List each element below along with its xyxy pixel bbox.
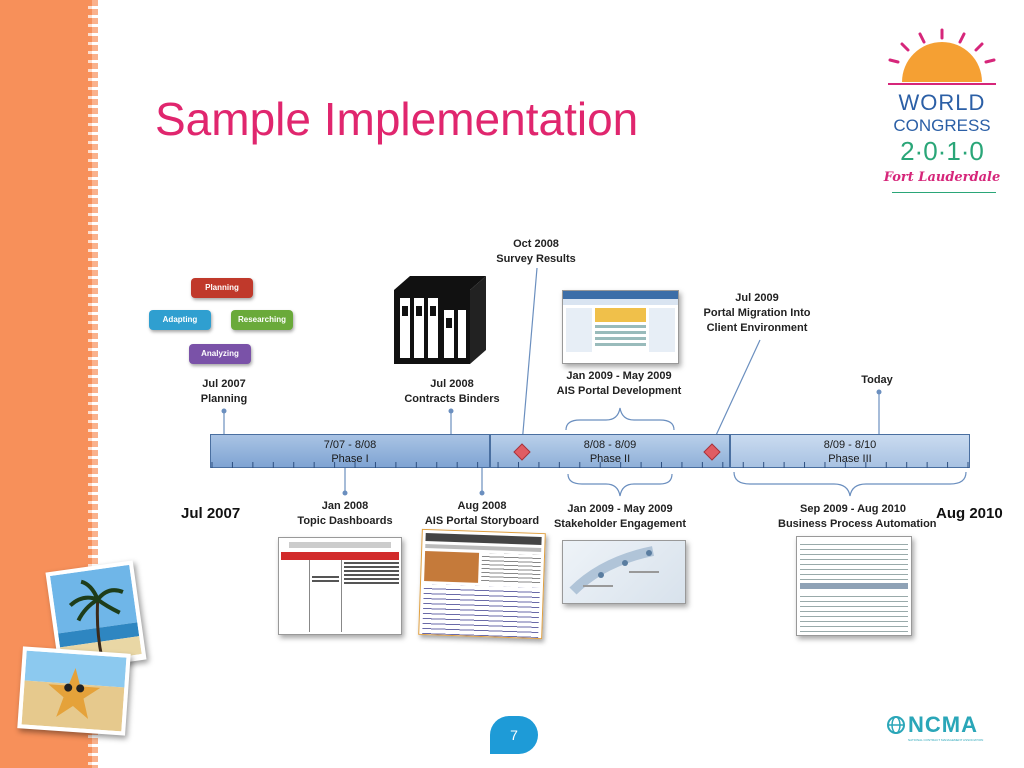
milestone-date: Aug 2008 — [457, 500, 507, 512]
starfish-image — [21, 650, 127, 732]
milestone-date: Today — [861, 374, 893, 386]
planning-cycle-diagram: Planning Adapting Researching Analyzing — [145, 272, 305, 372]
world-congress-logo: WORLD CONGRESS 2·0·1·0 Fort Lauderdale — [882, 28, 1002, 200]
milestone-bpa: Sep 2009 - Aug 2010 Business Process Aut… — [778, 502, 937, 532]
globe-icon — [887, 716, 905, 734]
phase-1-dates: 7/07 - 8/08 — [323, 439, 377, 451]
milestone-date: Jul 2008 — [430, 378, 474, 390]
milestone-jul2009-migration: Jul 2009 Portal Migration Into Client En… — [698, 291, 816, 336]
logo-congress: CONGRESS — [893, 116, 991, 135]
starfish-photo — [17, 646, 131, 736]
milestone-date: Oct 2008 — [513, 238, 559, 250]
milestone-date: Sep 2009 - Aug 2010 — [800, 503, 906, 515]
milestone-jan2008-dashboards: Jan 2008 Topic Dashboards — [294, 499, 396, 529]
milestone-aug2008-storyboard: Aug 2008 AIS Portal Storyboard — [424, 499, 540, 529]
milestone-date: Jul 2007 — [202, 378, 246, 390]
cycle-planning: Planning — [191, 278, 253, 298]
milestone-ais-portal-development: Jan 2009 - May 2009 AIS Portal Developme… — [552, 369, 686, 399]
cycle-analyzing: Analyzing — [189, 344, 251, 364]
milestone-label: Portal Migration Into — [703, 307, 811, 319]
survey-diamond-icon — [513, 443, 531, 461]
timeline-start-label: Jul 2007 — [181, 505, 241, 522]
milestone-today: Today — [852, 373, 902, 388]
stakeholder-engagement-thumbnail — [562, 540, 686, 604]
bpa-report-thumbnail — [796, 536, 912, 636]
milestone-label: Topic Dashboards — [297, 515, 393, 527]
strip-torn-edge — [88, 0, 98, 768]
sun-icon — [888, 28, 996, 85]
milestone-label: Business Process Automation — [778, 518, 937, 530]
ncma-name: NCMA — [908, 712, 978, 737]
milestone-label-line2: Client Environment — [706, 322, 808, 334]
logo-world: WORLD — [898, 90, 986, 115]
milestone-label: AIS Portal Development — [556, 385, 682, 397]
binders-icon — [394, 276, 486, 364]
cycle-adapting: Adapting — [149, 310, 211, 330]
logo-underline — [892, 192, 996, 193]
ncma-logo: NCMA NATIONAL CONTRACT MANAGEMENT ASSOCI… — [886, 712, 983, 742]
milestone-label: AIS Portal Storyboard — [424, 515, 540, 527]
milestone-date: Jan 2008 — [321, 500, 369, 512]
slide-title: Sample Implementation — [155, 93, 639, 145]
page-number-badge: 7 — [490, 716, 538, 754]
milestone-stakeholder-engagement: Jan 2009 - May 2009 Stakeholder Engageme… — [552, 502, 688, 532]
ncma-tagline: NATIONAL CONTRACT MANAGEMENT ASSOCIATION — [908, 738, 984, 742]
milestone-jul2007-planning: Jul 2007 Planning — [192, 377, 256, 407]
logo-year: 2·0·1·0 — [900, 136, 984, 166]
phase-3-name: Phase III — [828, 453, 872, 465]
milestone-date: Jul 2009 — [735, 292, 779, 304]
milestone-label: Contracts Binders — [404, 393, 500, 405]
logo-location: Fort Lauderdale — [883, 170, 1001, 185]
phase-2-bar: 8/08 - 8/09 Phase II — [490, 434, 730, 468]
milestone-label: Planning — [200, 393, 248, 405]
cycle-researching: Researching — [231, 310, 293, 330]
phase-2-dates: 8/08 - 8/09 — [583, 439, 637, 451]
phase-3-bar: 8/09 - 8/10 Phase III — [730, 434, 970, 468]
palm-tree-photo — [45, 560, 147, 672]
milestone-label: Survey Results — [496, 253, 576, 265]
palm-tree-image — [49, 564, 142, 666]
engagement-diagram — [569, 546, 659, 595]
milestone-jul2008-binders: Jul 2008 Contracts Binders — [398, 377, 506, 407]
phase-1-bar: 7/07 - 8/08 Phase I — [210, 434, 490, 468]
phase-3-dates: 8/09 - 8/10 — [823, 439, 877, 451]
topic-dashboard-thumbnail — [278, 537, 402, 635]
phase-1-name: Phase I — [331, 453, 369, 465]
milestone-oct2008-survey: Oct 2008 Survey Results — [490, 237, 582, 267]
portal-screenshot-thumbnail — [562, 290, 679, 364]
storyboard-thumbnail — [418, 528, 546, 640]
timeline-end-label: Aug 2010 — [936, 505, 1003, 522]
milestone-label: Stakeholder Engagement — [553, 518, 687, 530]
milestone-date: Jan 2009 - May 2009 — [566, 370, 672, 382]
migration-diamond-icon — [703, 443, 721, 461]
milestone-date: Jan 2009 - May 2009 — [567, 503, 673, 515]
